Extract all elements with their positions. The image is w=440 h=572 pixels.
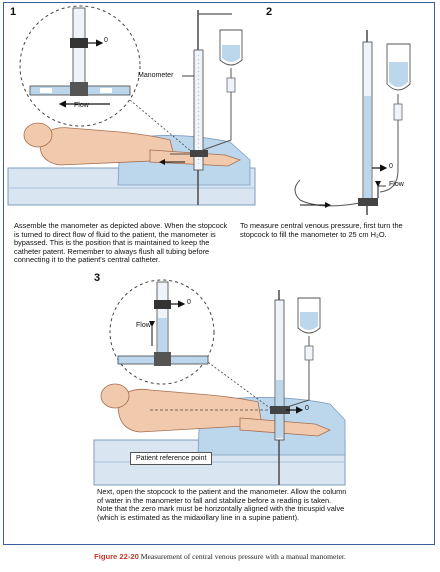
inset-leader bbox=[129, 99, 193, 153]
patient-body bbox=[39, 127, 176, 166]
panel-1-caption: Assemble the manometer as depicted above… bbox=[14, 221, 228, 265]
p3-patient-arm bbox=[239, 417, 331, 437]
panel-1-zero-label: 0 bbox=[104, 37, 108, 44]
panel-2-number: 2 bbox=[266, 6, 273, 18]
panel-3-caption: Next, open the stopcock to the patient a… bbox=[97, 487, 347, 522]
patient-head bbox=[23, 122, 53, 148]
p3-manometer-tube bbox=[274, 299, 285, 441]
p3-patient-head bbox=[100, 383, 130, 409]
p3-patient-body bbox=[117, 388, 263, 433]
p2-patient-line bbox=[294, 179, 361, 207]
panel-3-illustration bbox=[93, 279, 346, 486]
figure-label: Figure 22-20 bbox=[94, 552, 139, 561]
panel-2-illustration bbox=[294, 30, 411, 215]
panel-1-manometer-label: Manometer bbox=[138, 72, 174, 79]
iv-line bbox=[202, 92, 232, 151]
panel-3-zero-label: 0 bbox=[305, 405, 309, 412]
figure-frame bbox=[3, 2, 435, 545]
figure-caption: Figure 22-20 Measurement of central veno… bbox=[0, 552, 440, 561]
panel-3-inset-flow-label: Flow bbox=[136, 322, 151, 329]
patient-reference-point-label: Patient reference point bbox=[130, 452, 213, 465]
panel-1-number: 1 bbox=[10, 6, 17, 18]
panel-2-zero-label: 0 bbox=[389, 163, 393, 170]
manometer-tube bbox=[193, 49, 204, 171]
p2-stopcock bbox=[358, 198, 378, 206]
p2-iv-line bbox=[379, 120, 399, 193]
stopcock bbox=[190, 150, 208, 157]
panel-2-flow-label: Flow bbox=[389, 181, 404, 188]
panel-2-caption: To measure central venous pressure, firs… bbox=[240, 221, 403, 239]
panel-3-inset-zero-label: 0 bbox=[187, 299, 191, 306]
p3-stopcock bbox=[270, 406, 290, 414]
panel-1-inset-flow-label: Flow bbox=[74, 102, 89, 109]
figure-caption-text: Measurement of central venous pressure w… bbox=[140, 552, 346, 561]
panel-3-number: 3 bbox=[94, 272, 101, 284]
panel-1-illustration bbox=[7, 5, 256, 206]
